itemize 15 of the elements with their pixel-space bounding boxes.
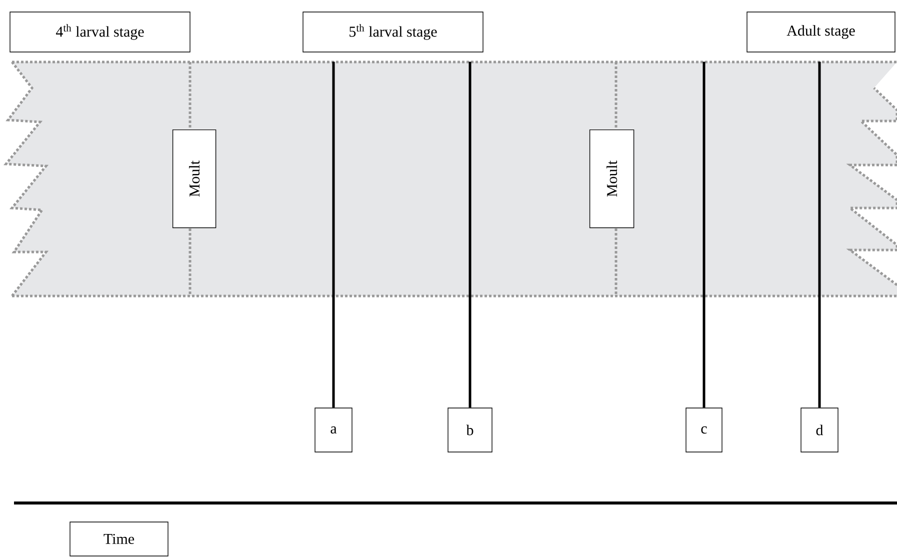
moult-label: Moult (589, 129, 634, 228)
letter-box: d (800, 408, 838, 452)
stage-label: 5$^{th}$ larval stage (302, 12, 484, 52)
leader-line (332, 62, 335, 408)
letter-box: a (314, 408, 352, 452)
moult-label: Moult (172, 129, 216, 228)
leader-line (702, 62, 706, 408)
letter-box: c (686, 408, 722, 452)
band-drawing (4, 60, 897, 298)
stage-label: 4$^{th}$ larval stage (10, 12, 190, 52)
axis-label: Time (70, 522, 168, 556)
letter-box: b (448, 408, 492, 452)
stage-label: Adult stage (746, 12, 896, 52)
leader-line (468, 62, 472, 408)
leader-line (818, 62, 821, 408)
